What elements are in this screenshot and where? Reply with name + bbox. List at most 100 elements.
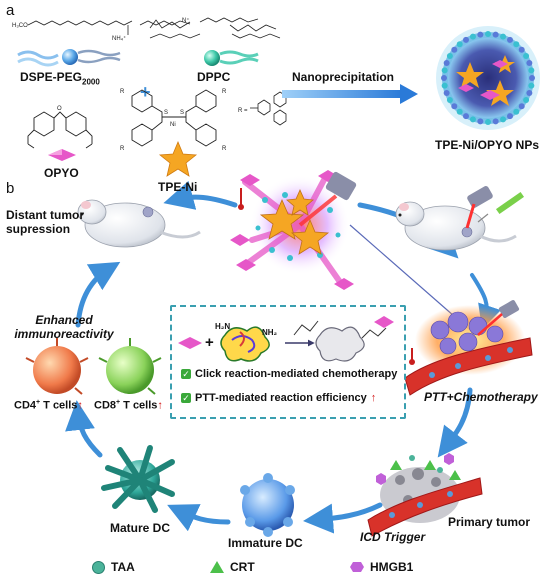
ptt-chemotherapy-label: PTT+Chemotherapy (424, 390, 538, 404)
np-surface-dot (469, 116, 476, 123)
np-surface-dot (500, 33, 507, 40)
np-surface-dot (441, 67, 448, 74)
check-icon: ✓ (181, 393, 191, 403)
crt-triangle-icon (210, 561, 224, 573)
svg-text:R: R (222, 146, 227, 152)
tpe-ni-structure (131, 89, 217, 147)
svg-text:NH₄⁺: NH₄⁺ (112, 35, 126, 42)
np-surface-dot (528, 67, 535, 74)
immature-dc-icon (240, 473, 295, 537)
dppc-structure (199, 17, 281, 39)
np-surface-dot (477, 31, 484, 38)
dppc-label: DPPC (197, 70, 231, 84)
check-icon: ✓ (181, 369, 191, 379)
np-surface-dot (441, 75, 447, 81)
mouse-left-icon (77, 199, 201, 248)
icd-vessel-icon (367, 453, 483, 537)
svg-text:R: R (120, 89, 125, 95)
np-surface-dot (443, 90, 450, 97)
opyo-label: OPYO (44, 166, 79, 180)
primary-tumor-label: Primary tumor (448, 515, 531, 529)
np-surface-dot (507, 36, 513, 43)
cd4-label: CD4+ T cells↑ (14, 399, 83, 412)
svg-text:H₃CO: H₃CO (12, 23, 28, 29)
np-surface-dot (518, 46, 525, 53)
np-surface-dot (441, 82, 448, 89)
panel-a-label: a (6, 2, 15, 19)
check-ptt-efficiency: ✓ PTT-mediated reaction efficiency↑ (181, 392, 377, 404)
np-surface-dot (523, 53, 530, 59)
svg-text:R =: R = (238, 108, 248, 114)
nanoprecipitation-label: Nanoprecipitation (292, 70, 395, 84)
np-surface-dot (492, 31, 499, 38)
mechanism-graphics (178, 316, 394, 362)
np-surface-dot (463, 113, 469, 120)
np-surface-dot (518, 103, 525, 110)
mouse-right-icon (395, 186, 525, 251)
np-surface-dot (451, 103, 458, 110)
svg-text:S: S (164, 110, 168, 116)
distant-tumor-label: Distant tumor supression (6, 208, 84, 236)
legend-taa: TAA (92, 560, 135, 574)
laser-top-icon (298, 171, 357, 227)
tpe-ni-star-icon (158, 140, 198, 177)
immature-dc-label: Immature DC (228, 536, 303, 550)
np-surface-dot (500, 116, 507, 123)
np-surface-dot (529, 75, 535, 81)
svg-text:S: S (180, 110, 184, 116)
mechanism-box (170, 305, 406, 419)
nanoparticle-icon (436, 26, 540, 130)
dppc-icon (204, 50, 259, 66)
tpe-ni-label: TPE-Ni (158, 180, 198, 194)
np-surface-dot (485, 31, 491, 37)
np-surface-dot (446, 97, 453, 103)
cd8-t-cell-icon (98, 338, 162, 395)
check-click-chemo: ✓ Click reaction-mediated chemotherapy (181, 368, 398, 380)
icd-trigger-label: ICD Trigger (360, 530, 426, 544)
dspe-peg-structure (27, 19, 201, 39)
dspe-peg-icon (17, 49, 121, 67)
opyo-structure (27, 111, 93, 149)
panel-b-label: b (6, 180, 15, 197)
nanoprecipitation-arrow (282, 84, 418, 104)
np-surface-dot (456, 108, 463, 115)
legend-hmgb1: HMGB1 (350, 560, 413, 574)
mechanism-plus: + (205, 334, 214, 351)
np-surface-dot (443, 59, 450, 66)
np-surface-dot (446, 53, 453, 59)
np-surface-dot (523, 97, 530, 103)
np-surface-dot (477, 118, 484, 125)
cd8-label: CD8+ T cells↑ (94, 399, 163, 412)
nh2-label: NH₂ (262, 328, 278, 337)
np-surface-dot (485, 119, 491, 125)
tumor-vessel-icon (404, 300, 533, 396)
np-surface-dot (513, 41, 520, 48)
legend-crt: CRT (210, 560, 255, 574)
cd4-t-cell-icon (25, 338, 89, 395)
svg-text:R: R (222, 89, 227, 95)
np-surface-dot (469, 33, 476, 40)
np-surface-dot (528, 82, 535, 89)
hmgb1-hexagon-icon (350, 562, 364, 572)
np-surface-dot (451, 46, 458, 53)
svg-text:R: R (120, 146, 125, 152)
svg-text:N⁺: N⁺ (182, 17, 190, 24)
h2n-label: H₂N (215, 322, 231, 331)
np-surface-dot (456, 41, 463, 48)
mature-dc-label: Mature DC (110, 521, 171, 535)
svg-text:Ni: Ni (170, 122, 176, 128)
opyo-icon (48, 149, 76, 161)
enhanced-immunoreactivity-label: Enhanced immunoreactivity (14, 313, 114, 341)
np-surface-dot (507, 113, 513, 120)
taa-circle-icon (92, 560, 105, 574)
np-surface-dot (526, 59, 533, 66)
np-product-label: TPE-Ni/OPYO NPs (435, 138, 540, 152)
np-surface-dot (513, 108, 520, 115)
mature-dc-icon (101, 445, 175, 513)
np-surface-dot (463, 36, 469, 43)
svg-text:O: O (57, 106, 62, 112)
np-surface-dot (492, 118, 499, 125)
np-surface-dot (526, 90, 533, 97)
dspe-peg-label: DSPE-PEG2000 (20, 70, 100, 87)
